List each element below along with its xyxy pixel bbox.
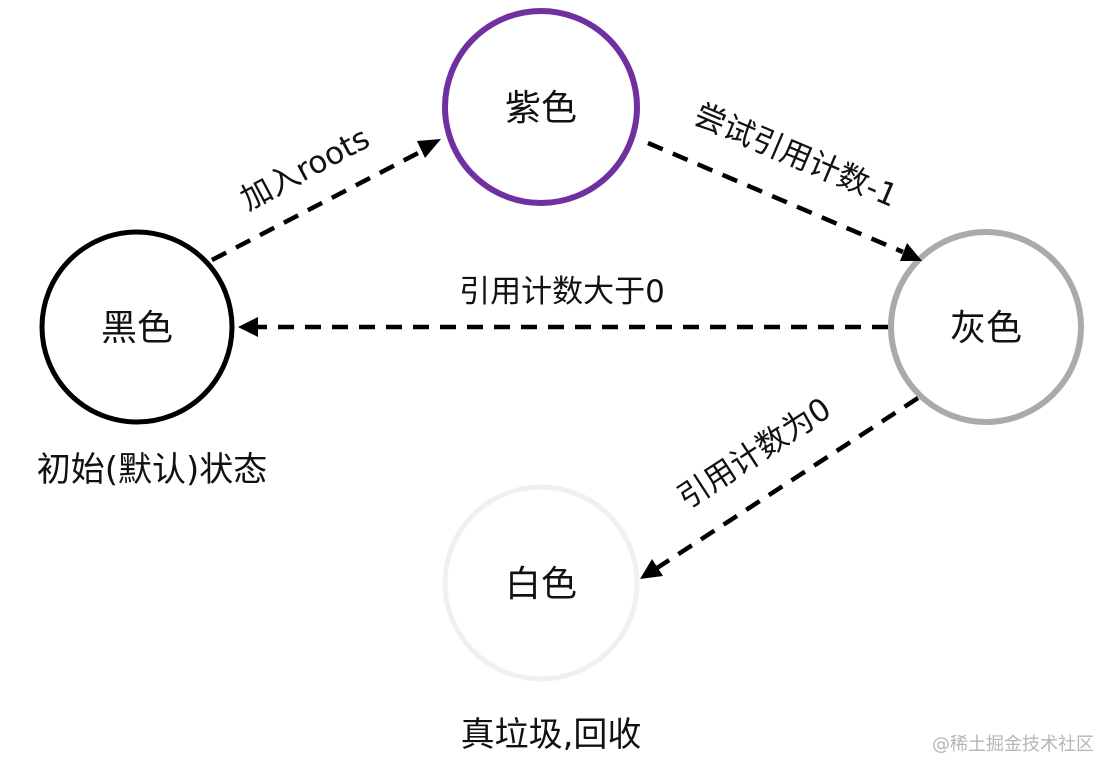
edge-gray-to-black-label: 引用计数大于0 <box>459 274 665 310</box>
edge-gray-to-black-arrowhead <box>238 317 258 337</box>
node-purple-circle <box>442 8 640 206</box>
watermark-text: @稀土掘金技术社区 <box>932 734 1094 755</box>
node-white: 白色 <box>442 484 640 682</box>
caption-black-initial-state: 初始(默认)状态 <box>37 450 268 490</box>
edge-purple-to-gray-label: 尝试引用计数-1 <box>689 97 903 215</box>
edge-gray-to-white-label: 引用计数为0 <box>671 391 837 516</box>
edge-purple-to-gray: 尝试引用计数-1 <box>647 97 922 261</box>
edge-gray-to-white: 引用计数为0 <box>640 391 920 579</box>
node-black-circle <box>39 229 235 425</box>
node-black-label: 黑色 <box>101 308 173 349</box>
edge-black-to-purple-label: 加入roots <box>235 120 376 218</box>
edge-black-to-purple-line <box>210 148 426 262</box>
node-gray-circle <box>888 229 1084 425</box>
edge-black-to-purple: 加入roots <box>210 120 441 262</box>
node-gray: 灰色 <box>888 229 1084 425</box>
node-black: 黑色 <box>39 229 235 425</box>
edge-purple-to-gray-arrowhead <box>900 243 922 261</box>
node-purple-label: 紫色 <box>505 88 577 129</box>
node-gray-label: 灰色 <box>950 308 1022 349</box>
edge-gray-to-black: 引用计数大于0 <box>238 274 888 337</box>
edge-gray-to-white-arrowhead <box>640 559 663 579</box>
caption-white-garbage: 真垃圾,回收 <box>461 715 642 755</box>
node-white-circle <box>442 484 640 682</box>
node-white-label: 白色 <box>505 564 577 605</box>
node-purple: 紫色 <box>442 8 640 206</box>
edge-black-to-purple-arrowhead <box>417 139 441 158</box>
edge-purple-to-gray-line <box>647 140 904 255</box>
